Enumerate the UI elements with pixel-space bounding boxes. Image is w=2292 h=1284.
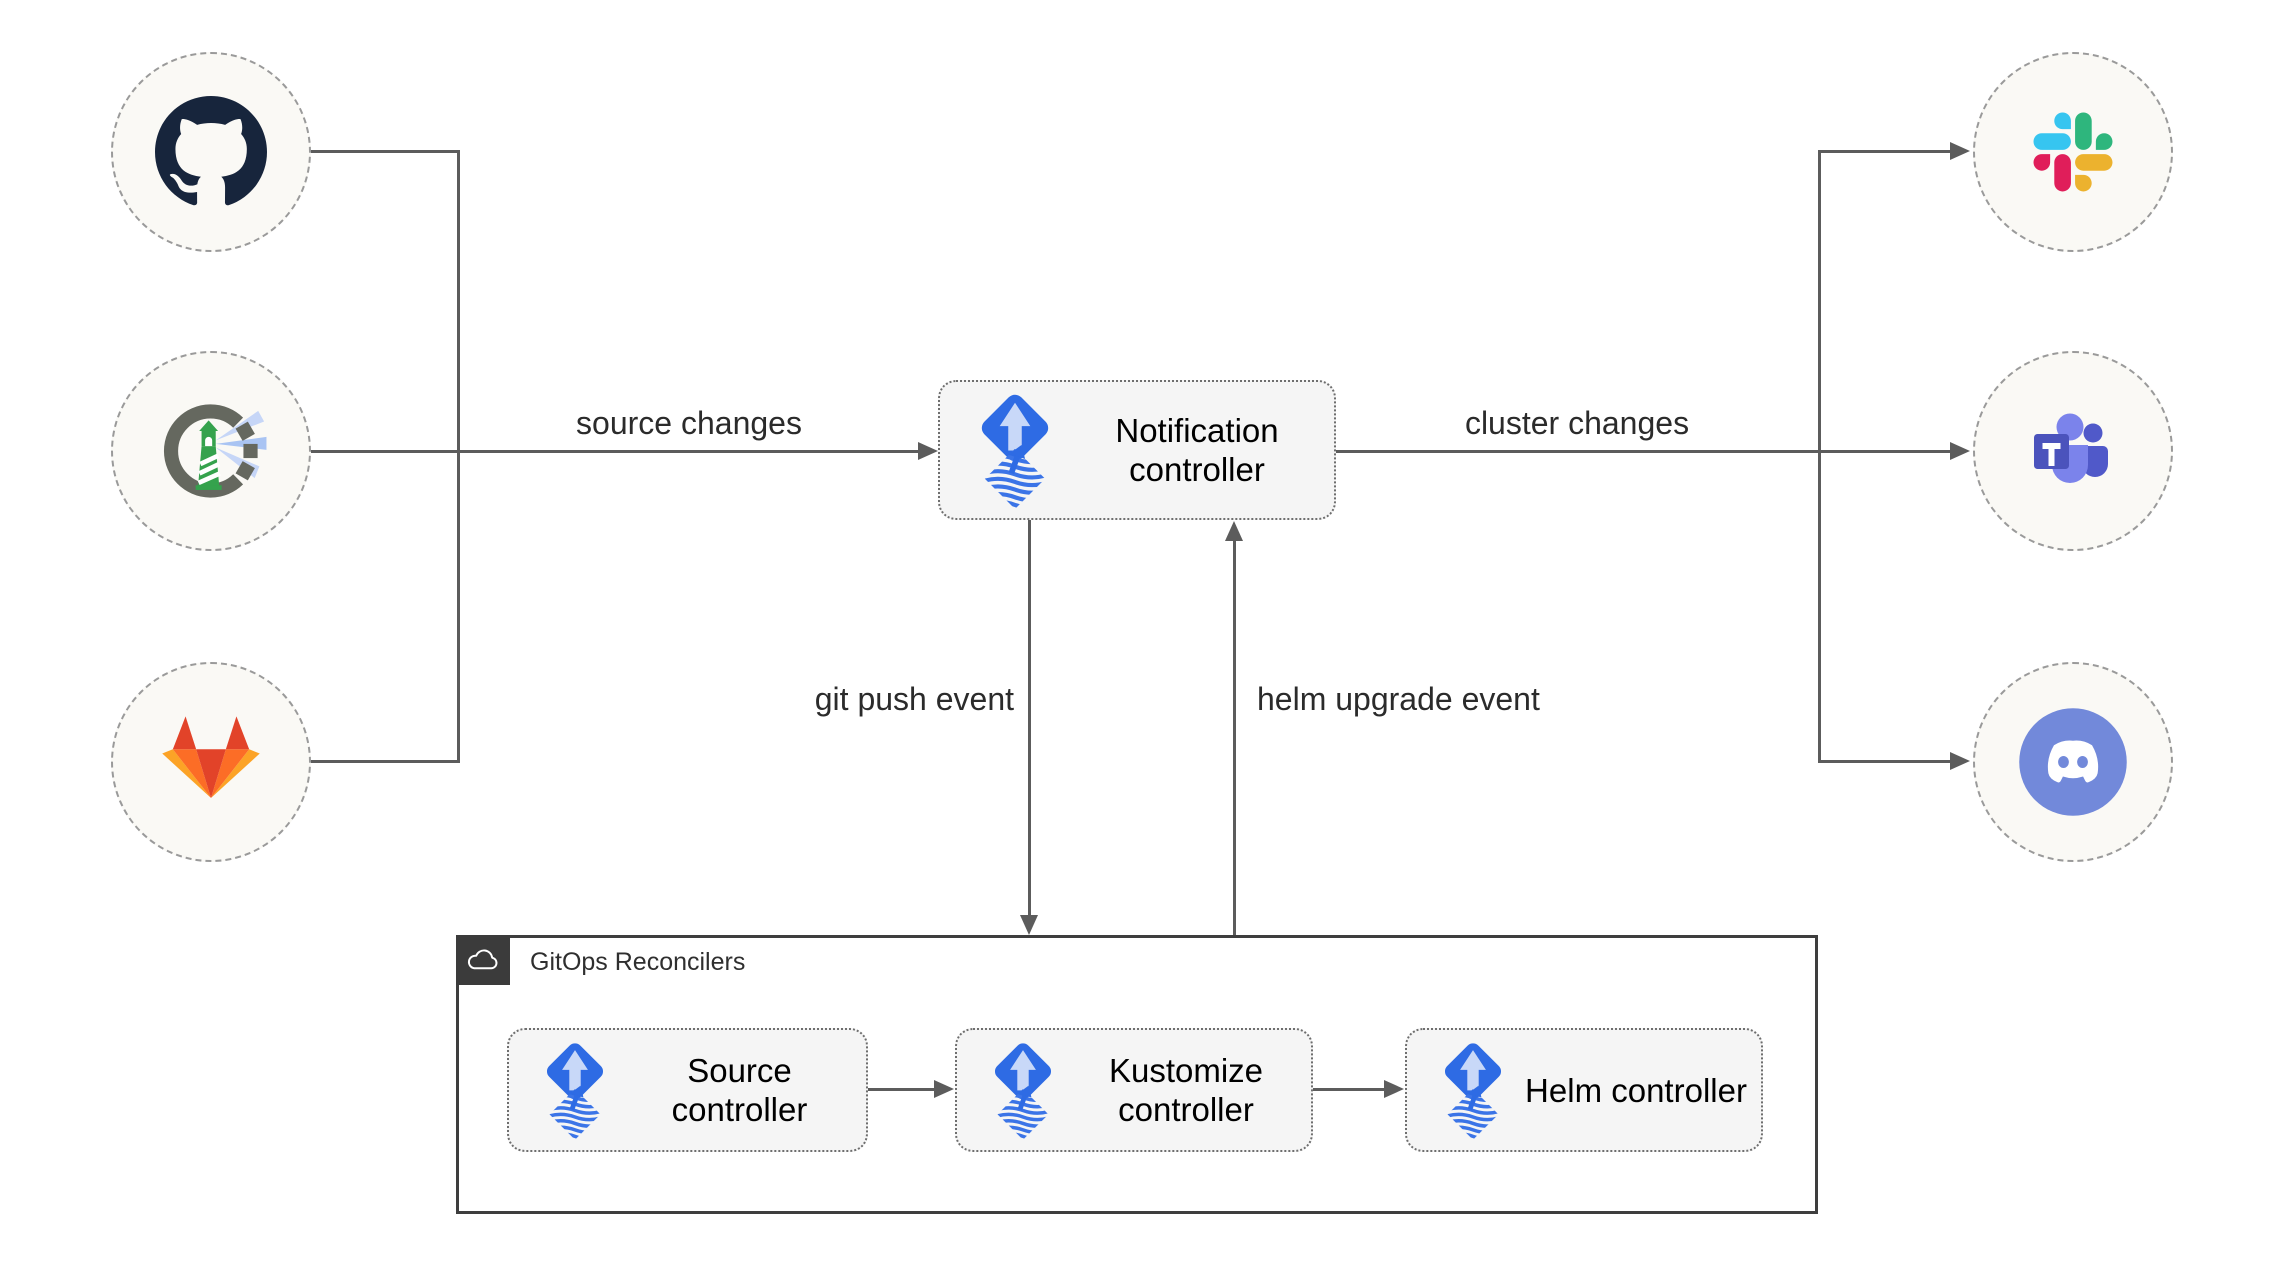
edge-cluster-changes-line — [1336, 450, 1821, 453]
microsoft-teams-icon — [2023, 401, 2123, 501]
source-controller-label: Source controller — [671, 1052, 808, 1128]
edge-discord-arrowhead — [1950, 752, 1970, 770]
flux-icon — [985, 1040, 1061, 1140]
notification-controller-label: Notification controller — [1115, 412, 1279, 488]
edge-source-changes-line — [457, 450, 920, 453]
edge-source-to-kustomize-arrowhead — [934, 1080, 954, 1098]
slack-icon — [2033, 112, 2113, 192]
helm-controller-label: Helm controller — [1525, 1071, 1747, 1109]
gitops-container-title: GitOps Reconcilers — [530, 948, 746, 976]
harbor-node — [111, 351, 311, 551]
edge-github-stub — [311, 150, 459, 153]
edge-label-git-push: git push event — [814, 681, 1014, 717]
edge-gitlab-stub — [311, 760, 459, 763]
edge-helm-upgrade-arrowhead — [1225, 521, 1243, 541]
edge-teams-branch — [1818, 450, 1952, 453]
edge-kustomize-to-helm-line — [1313, 1088, 1386, 1091]
source-controller-node: Source controller — [507, 1028, 868, 1152]
notification-controller-node: Notification controller — [938, 380, 1336, 520]
discord-icon — [2017, 706, 2129, 818]
kustomize-controller-node: Kustomize controller — [955, 1028, 1313, 1152]
edge-source-changes-arrowhead — [918, 442, 938, 460]
gitops-badge — [456, 935, 510, 985]
edge-source-to-kustomize-line — [868, 1088, 936, 1091]
edge-discord-branch — [1818, 760, 1952, 763]
kustomize-controller-label: Kustomize controller — [1108, 1052, 1264, 1128]
flux-icon — [537, 1040, 613, 1140]
edge-harbor-stub — [311, 450, 459, 453]
edge-left-trunk — [457, 150, 460, 763]
edge-helm-upgrade-line — [1233, 539, 1236, 935]
edge-kustomize-to-helm-arrowhead — [1384, 1080, 1404, 1098]
flux-icon — [970, 391, 1060, 509]
edge-git-push-line — [1028, 520, 1031, 917]
edge-label-cluster-changes: cluster changes — [1464, 405, 1690, 441]
harbor-icon — [152, 392, 270, 510]
gitlab-icon — [158, 713, 264, 811]
teams-node — [1973, 351, 2173, 551]
flux-icon — [1435, 1040, 1511, 1140]
gitlab-node — [111, 662, 311, 862]
edge-right-trunk — [1818, 150, 1821, 763]
edge-label-source-changes: source changes — [576, 405, 802, 441]
edge-label-helm-upgrade: helm upgrade event — [1257, 681, 1540, 717]
helm-controller-node: Helm controller — [1405, 1028, 1763, 1152]
edge-teams-arrowhead — [1950, 442, 1970, 460]
github-icon — [155, 96, 267, 208]
discord-node — [1973, 662, 2173, 862]
edge-slack-arrowhead — [1950, 142, 1970, 160]
cloud-icon — [465, 947, 501, 973]
edge-git-push-arrowhead — [1020, 915, 1038, 935]
slack-node — [1973, 52, 2173, 252]
edge-slack-branch — [1818, 150, 1952, 153]
github-node — [111, 52, 311, 252]
